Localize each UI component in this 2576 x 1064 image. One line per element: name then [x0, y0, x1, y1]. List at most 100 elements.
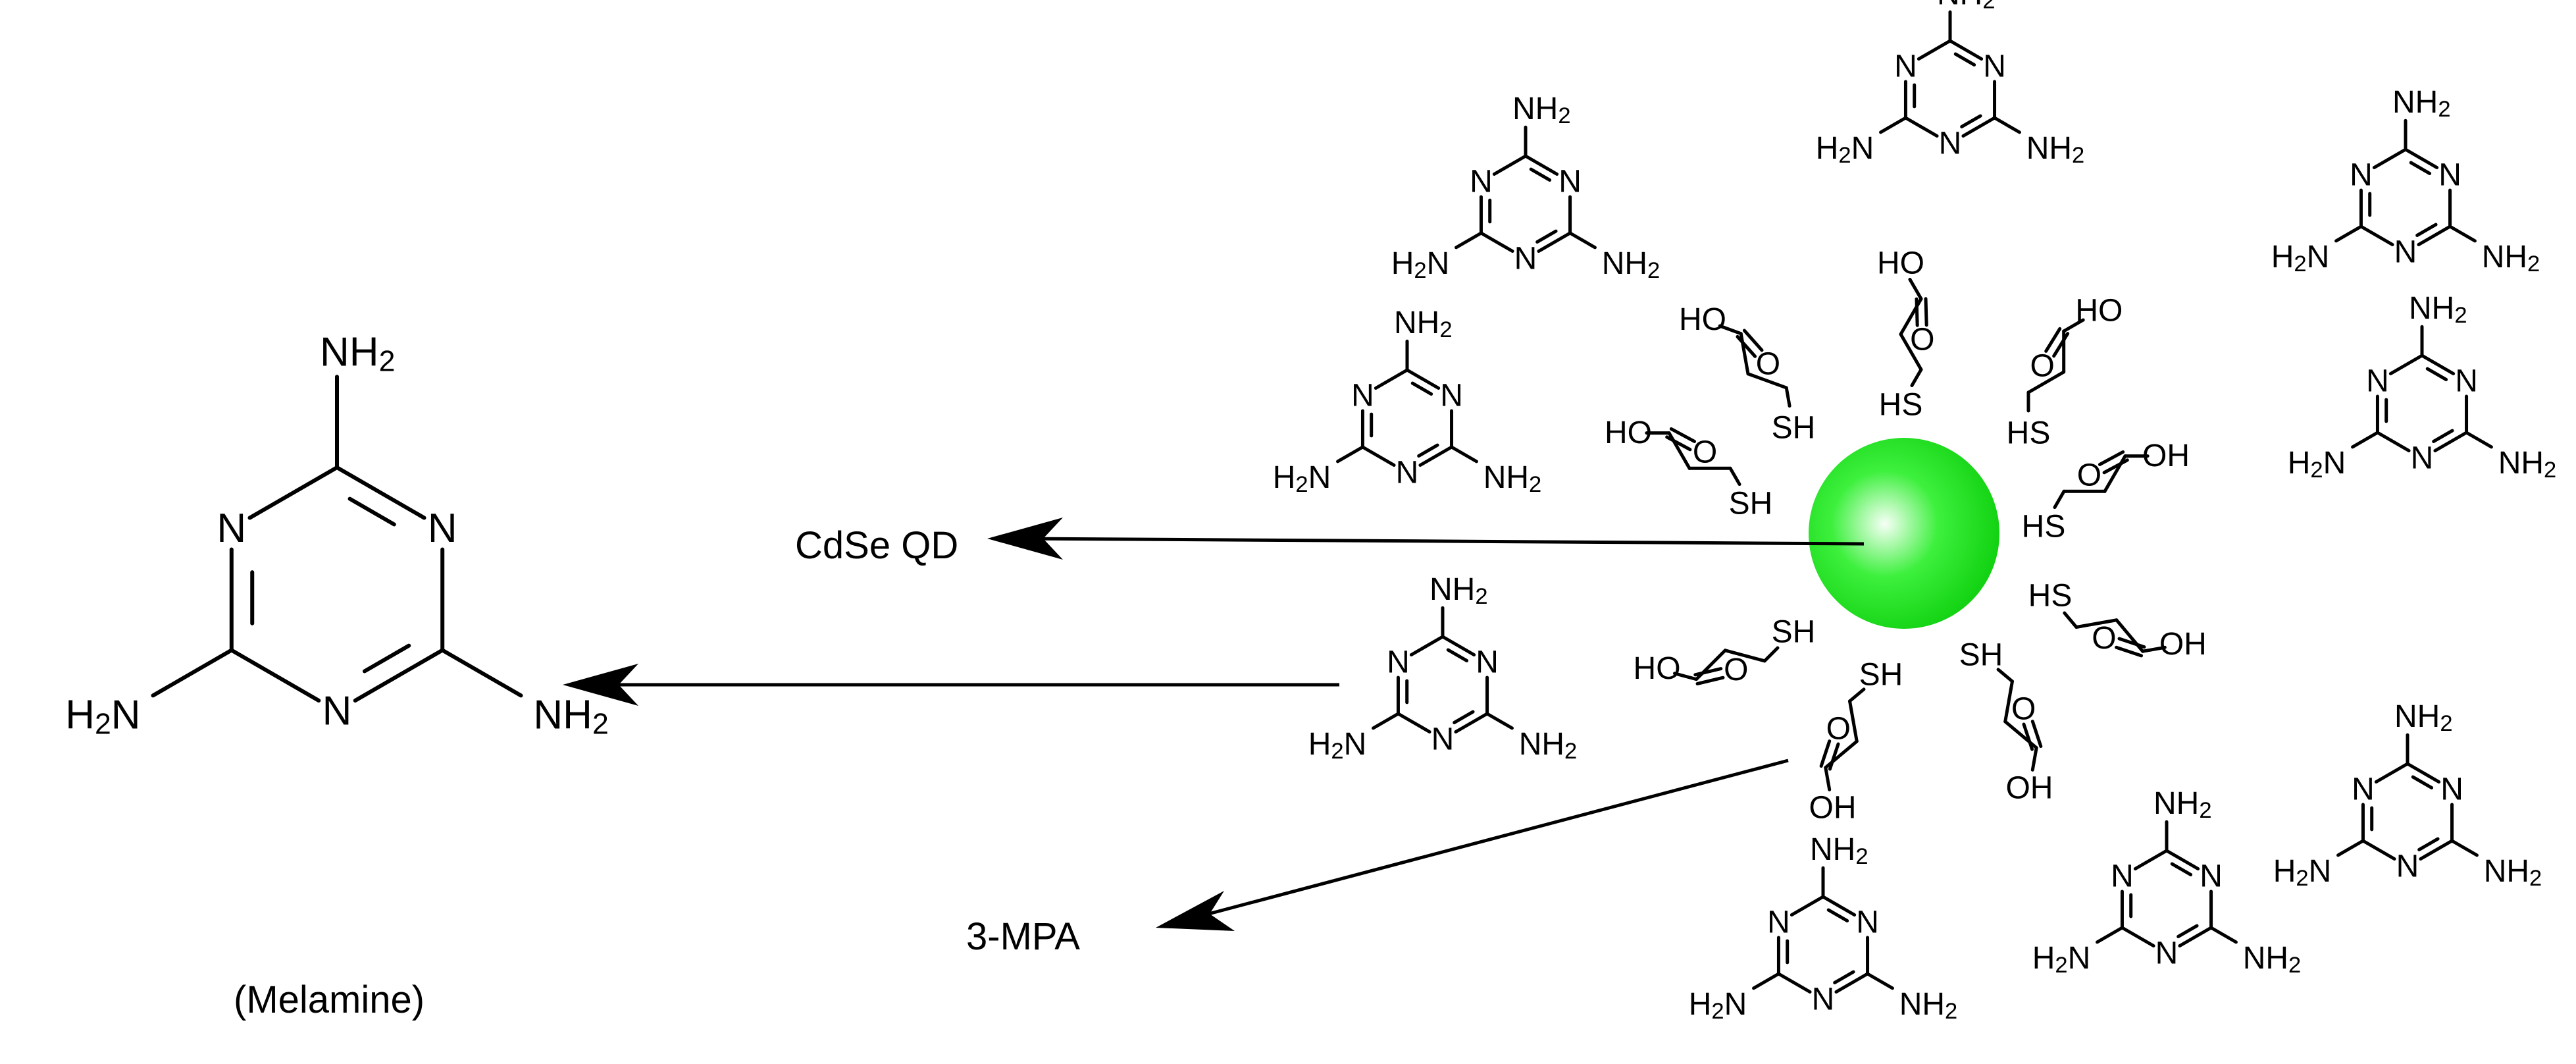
carbonyl-oxygen-label: O: [1724, 652, 1748, 687]
amine-label: NH2: [1483, 460, 1542, 497]
amine-label: H2N: [2273, 853, 2332, 891]
amine-label: NH2: [1937, 0, 1996, 13]
amine-label: NH2: [2498, 445, 2557, 483]
amine-label: NH2: [1810, 832, 1868, 870]
ring-nitrogen: N: [1939, 126, 1962, 161]
amine-label: NH2: [2392, 85, 2451, 122]
amine-label: NH2: [533, 692, 608, 740]
hydroxyl-label: OH: [2005, 770, 2053, 805]
ring-nitrogen: N: [1812, 982, 1835, 1017]
mpa-label: 3-MPA: [966, 915, 1080, 958]
ring-nitrogen: N: [1431, 722, 1455, 757]
amine-label: NH2: [2482, 239, 2540, 277]
thiol-label: HS: [2007, 416, 2051, 451]
hydroxyl-label: HO: [1877, 246, 1924, 281]
ring-nitrogen: N: [1396, 456, 1419, 491]
amine-label: NH2: [2484, 853, 2542, 891]
ring-nitrogen: N: [1351, 379, 1374, 413]
ring-nitrogen: N: [1387, 645, 1410, 680]
amine-label: NH2: [1602, 246, 1661, 283]
thiol-label: SH: [1729, 487, 1773, 521]
amine-label: NH2: [2026, 130, 2085, 168]
ring-nitrogen: N: [2411, 441, 2434, 476]
amine-label: H2N: [1391, 246, 1450, 283]
carbonyl-oxygen-label: O: [1756, 346, 1780, 381]
carbonyl-oxygen-label: O: [2011, 691, 2036, 726]
ring-nitrogen: N: [1440, 379, 1463, 413]
ring-nitrogen: N: [2200, 859, 2223, 894]
amine-label: NH2: [1430, 572, 1488, 610]
carbonyl-oxygen-label: O: [2077, 458, 2101, 493]
ring-nitrogen: N: [428, 506, 457, 551]
amine-label: NH2: [1394, 306, 1453, 343]
hydroxyl-label: HO: [1634, 651, 1681, 686]
hydroxyl-label: HO: [1605, 415, 1652, 450]
mpa-ligand: SH HO O: [1679, 302, 1815, 446]
ring-nitrogen: N: [1470, 165, 1493, 200]
arrow-to-qd-label: [987, 518, 1865, 560]
amine-label: NH2: [1512, 92, 1571, 129]
amine-label: H2N: [1816, 130, 1874, 168]
amine-label: NH2: [1899, 986, 1958, 1024]
mpa-ligand: SH OH O: [1959, 638, 2053, 806]
amine-label: NH2: [2243, 940, 2302, 978]
amine-label: NH2: [2153, 786, 2212, 824]
amine-label: H2N: [65, 692, 140, 740]
amine-label: H2N: [1273, 460, 1331, 497]
ring-nitrogen: N: [2455, 364, 2478, 399]
hydroxyl-label: OH: [2142, 439, 2190, 473]
ring-nitrogen: N: [1856, 905, 1879, 940]
arrow-to-melamine: [563, 664, 1339, 706]
ring-nitrogen: N: [2396, 849, 2419, 884]
carbonyl-oxygen-label: O: [1910, 322, 1934, 357]
hydroxyl-label: HO: [1679, 302, 1726, 337]
ring-nitrogen: N: [1894, 49, 1917, 84]
ring-nitrogen: N: [217, 506, 246, 551]
melamine-label: (Melamine): [234, 978, 425, 1021]
mpa-ligand: SH OH O: [1809, 658, 1903, 826]
amine-label: H2N: [2032, 940, 2091, 978]
qd-label: CdSe QD: [795, 524, 958, 567]
ring-nitrogen: N: [2111, 859, 2134, 894]
ring-nitrogen: N: [1767, 905, 1790, 940]
ring-nitrogen: N: [1983, 49, 2006, 84]
thiol-label: SH: [1959, 638, 2003, 673]
carbonyl-oxygen-label: O: [2092, 621, 2116, 656]
amine-label: NH2: [1519, 726, 1578, 764]
quantum-dot: [1809, 438, 1999, 629]
ring-nitrogen: N: [2352, 772, 2375, 807]
carbonyl-oxygen-label: O: [2030, 348, 2054, 383]
amine-label: NH2: [2394, 699, 2453, 737]
amine-label: H2N: [2288, 445, 2346, 483]
arrow-to-mpa-label: [1156, 758, 1789, 931]
carbonyl-oxygen-label: O: [1693, 435, 1717, 470]
ring-nitrogen: N: [2350, 158, 2373, 193]
thiol-label: HS: [2028, 579, 2073, 614]
hydroxyl-label: OH: [1809, 790, 1857, 825]
hydroxyl-label: HO: [2075, 294, 2123, 329]
carbonyl-oxygen-label: O: [1826, 711, 1851, 746]
molecules-layer: NNNNH2NH2H2NNNNNH2NH2H2NNNNNH2NH2H2NNNNN…: [65, 0, 2556, 1024]
thiol-label: SH: [1859, 658, 1903, 693]
ring-nitrogen: N: [2438, 158, 2461, 193]
amine-label: H2N: [1689, 986, 1747, 1024]
mpa-ligand: SH HO O: [1605, 415, 1772, 521]
ring-nitrogen: N: [2366, 364, 2389, 399]
ring-nitrogen: N: [322, 689, 352, 734]
thiol-label: SH: [1772, 411, 1816, 446]
amine-label: H2N: [1308, 726, 1367, 764]
amine-label: H2N: [2271, 239, 2330, 277]
